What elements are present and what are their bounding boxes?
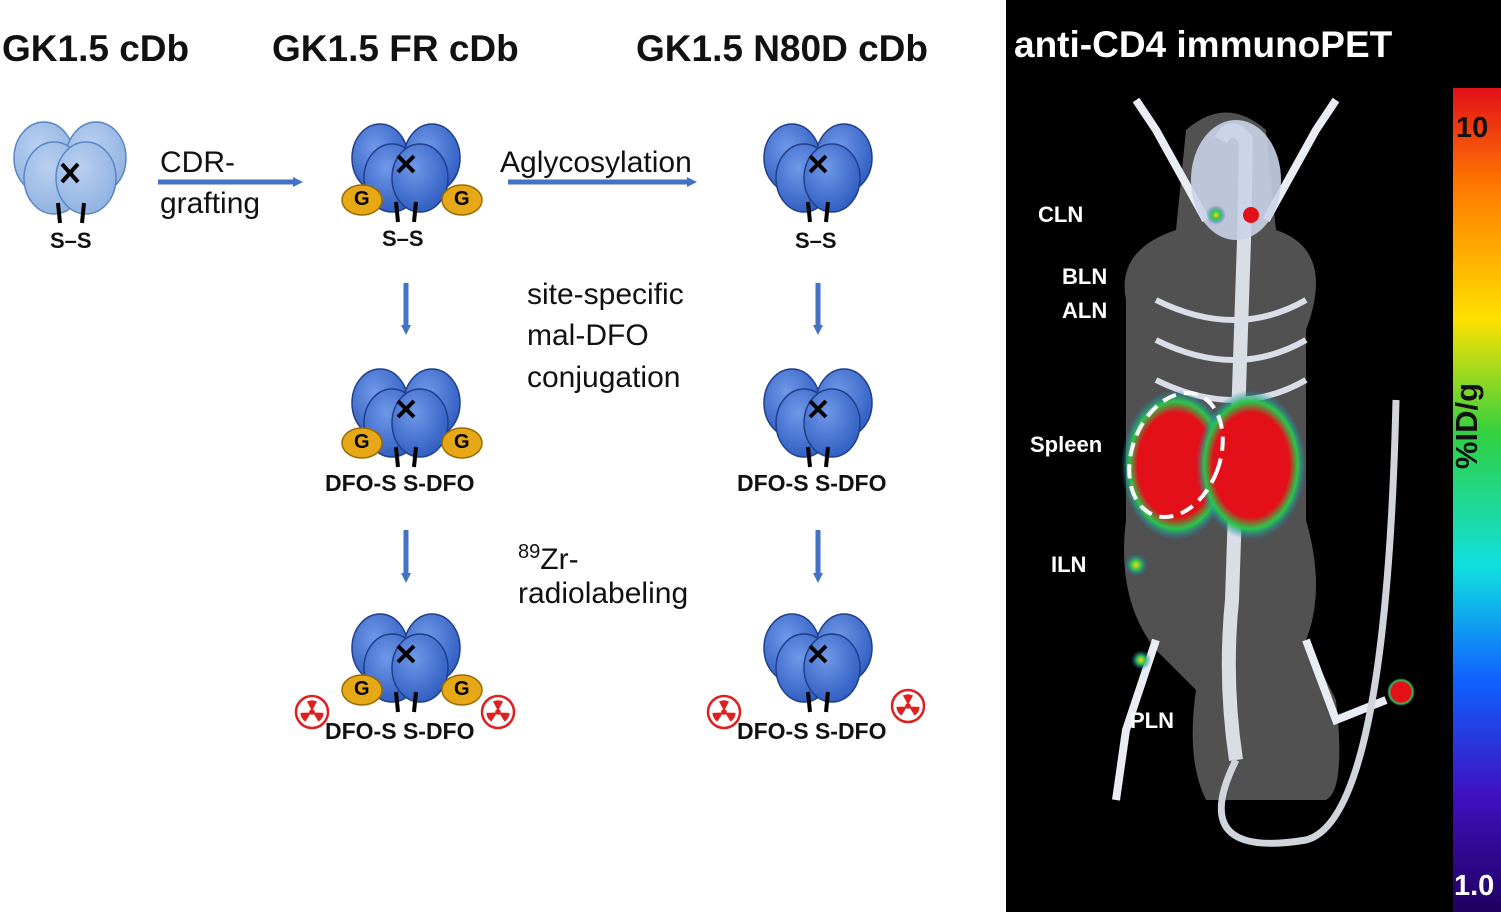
disulfide-label: S–S xyxy=(382,226,424,251)
organ-aln: ALN xyxy=(1062,298,1108,323)
step-cdr-line2: grafting xyxy=(160,187,261,220)
glycan-label: G xyxy=(454,188,470,210)
title-gk15-n80d-cdb: GK1.5 N80D cDb xyxy=(636,28,928,69)
title-gk15-fr-cdb: GK1.5 FR cDb xyxy=(272,28,519,69)
dfo-label: DFO-S S-DFO xyxy=(737,470,887,496)
dfo-label: DFO-S S-DFO xyxy=(737,718,887,744)
glycan-label: G xyxy=(354,188,370,210)
glycan-label: G xyxy=(354,431,370,453)
pet-title: anti-CD4 immunoPET xyxy=(1014,24,1393,65)
pet-image-panel: anti-CD4 immunoPET xyxy=(1006,0,1501,912)
colorbar-unit: %ID/g xyxy=(1449,382,1485,470)
dfo-label: DFO-S S-DFO xyxy=(325,470,475,496)
isotope-mass-number: 89 xyxy=(518,541,541,563)
step-aglycosylation: Aglycosylation xyxy=(500,146,692,179)
organ-spleen: Spleen xyxy=(1030,432,1103,457)
organ-bln: BLN xyxy=(1062,264,1108,289)
glycan-label: G xyxy=(454,431,470,453)
organ-iln: ILN xyxy=(1051,552,1087,577)
diabody-n80d xyxy=(762,122,874,224)
radiation-icon xyxy=(480,694,516,730)
radiation-icon xyxy=(890,688,926,724)
title-gk15-cdb: GK1.5 cDb xyxy=(2,28,190,69)
step-conj-line1: site-specific xyxy=(527,278,684,311)
disulfide-label: S–S xyxy=(50,228,92,253)
radiation-icon xyxy=(706,694,742,730)
diagram-svg xyxy=(13,121,926,730)
radiation-icon xyxy=(294,694,330,730)
diabody-n80d-zr89 xyxy=(762,612,874,714)
glycan-label: G xyxy=(454,678,470,700)
colorbar-min: 1.0 xyxy=(1454,870,1495,902)
step-conj-line3: conjugation xyxy=(527,361,681,394)
step-cdr-line1: CDR- xyxy=(160,146,235,179)
isotope-symbol: Zr- xyxy=(540,543,579,576)
step-conj-line2: mal-DFO xyxy=(527,319,649,352)
disulfide-label: S–S xyxy=(795,228,837,253)
dfo-label: DFO-S S-DFO xyxy=(325,718,475,744)
organ-cln: CLN xyxy=(1038,202,1084,227)
glycan-label: G xyxy=(354,678,370,700)
step-radio-line2: radiolabeling xyxy=(518,577,689,610)
colorbar xyxy=(1453,88,1501,912)
mouse-pet-image xyxy=(1112,97,1415,847)
step-radio-line1: 89Zr- xyxy=(518,532,579,580)
diabody-gk15 xyxy=(13,121,127,224)
colorbar-max: 10 xyxy=(1456,112,1489,144)
diabody-n80d-dfo xyxy=(762,367,874,469)
organ-pln: PLN xyxy=(1130,708,1174,733)
